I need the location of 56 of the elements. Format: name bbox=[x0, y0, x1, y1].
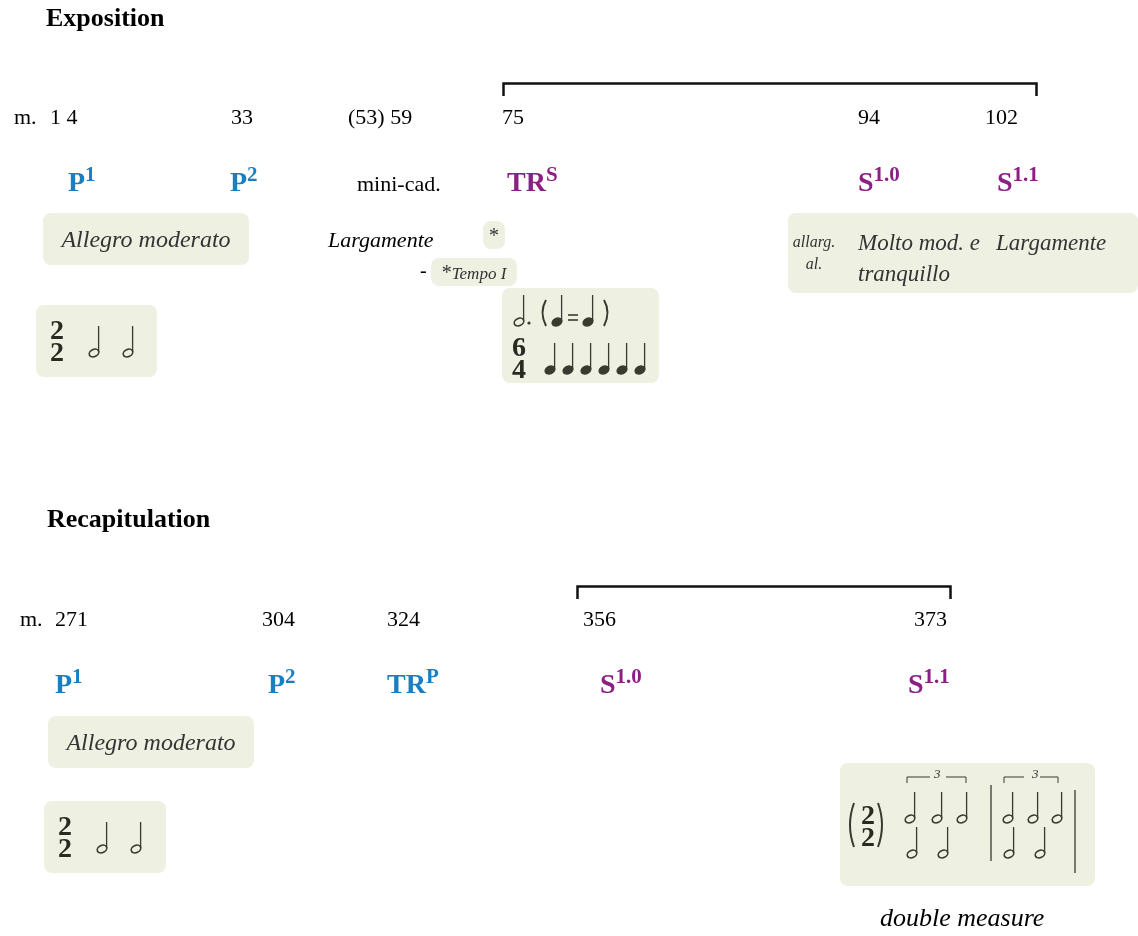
measure-number: 324 bbox=[387, 605, 420, 633]
measure-number: 1 4 bbox=[50, 103, 78, 131]
measure-label: m. bbox=[20, 605, 43, 633]
tempo-marking: Molto mod. e tranquillo bbox=[858, 229, 981, 289]
time-signature-digit: 2 bbox=[58, 837, 72, 860]
theme-label: P$^{1}$ bbox=[55, 666, 83, 701]
measure-number: 94 bbox=[858, 103, 880, 131]
time-signature-digit: 6 bbox=[512, 336, 526, 359]
shaded-box bbox=[840, 763, 1095, 886]
shaded-box bbox=[44, 801, 166, 873]
section-heading: Exposition bbox=[46, 2, 165, 34]
time-signature-digit: 2 bbox=[50, 319, 64, 342]
time-signature-digit: 2 bbox=[50, 341, 64, 364]
measure-number: 271 bbox=[55, 605, 88, 633]
theme-label: S$^{1.1}$ bbox=[908, 666, 950, 701]
tempo-marking: Allegro moderato bbox=[66, 728, 236, 757]
time-signature-digit: 4 bbox=[512, 358, 526, 381]
time-signature-digit: 2 bbox=[861, 826, 875, 849]
measure-number: 304 bbox=[262, 605, 295, 633]
time-signature-digit: 2 bbox=[861, 804, 875, 827]
theme-label: S$^{1.1}$ bbox=[997, 164, 1039, 199]
measure-number: 33 bbox=[231, 103, 253, 131]
theme-label: TR$^{P}$ bbox=[387, 666, 439, 701]
theme-label: P$^{1}$ bbox=[68, 164, 96, 199]
tempo-marking: Tempo I bbox=[451, 263, 507, 285]
section-heading: Recapitulation bbox=[47, 503, 211, 535]
measure-number: 373 bbox=[914, 605, 947, 633]
measure-number: 102 bbox=[985, 103, 1018, 131]
theme-label: S$^{1.0}$ bbox=[600, 666, 642, 701]
theme-label: S$^{1.0}$ bbox=[858, 164, 900, 199]
section-label: mini-cad. bbox=[357, 170, 441, 198]
tempo-marking: allarg. al. bbox=[792, 232, 836, 275]
dash-mark: - bbox=[420, 258, 427, 283]
triplet-number: 3 bbox=[934, 767, 941, 780]
measure-label: m. bbox=[14, 103, 37, 131]
shaded-box bbox=[502, 288, 659, 383]
theme-label: TR$^{S}$ bbox=[507, 164, 558, 199]
shaded-box bbox=[788, 213, 1138, 293]
asterisk-mark: * bbox=[489, 223, 499, 248]
tempo-marking: Largamente bbox=[328, 226, 434, 254]
tempo-marking: Largamente bbox=[996, 229, 1107, 257]
time-signature-digit: 2 bbox=[58, 815, 72, 838]
tempo-marking: Allegro moderato bbox=[61, 225, 231, 254]
triplet-number: 3 bbox=[1032, 767, 1039, 780]
shaded-box bbox=[36, 305, 157, 377]
theme-label: P$^{2}$ bbox=[230, 164, 258, 199]
shaded-box bbox=[483, 221, 505, 249]
measure-number: 356 bbox=[583, 605, 616, 633]
shaded-box bbox=[48, 716, 254, 768]
theme-label: P$^{2}$ bbox=[268, 666, 296, 701]
measure-number: 75 bbox=[502, 103, 524, 131]
asterisk-mark: * bbox=[441, 260, 452, 285]
caption-text: double measure bbox=[880, 902, 1045, 934]
shaded-box bbox=[431, 258, 517, 286]
shaded-box bbox=[43, 213, 249, 265]
measure-number: (53) 59 bbox=[348, 103, 413, 131]
